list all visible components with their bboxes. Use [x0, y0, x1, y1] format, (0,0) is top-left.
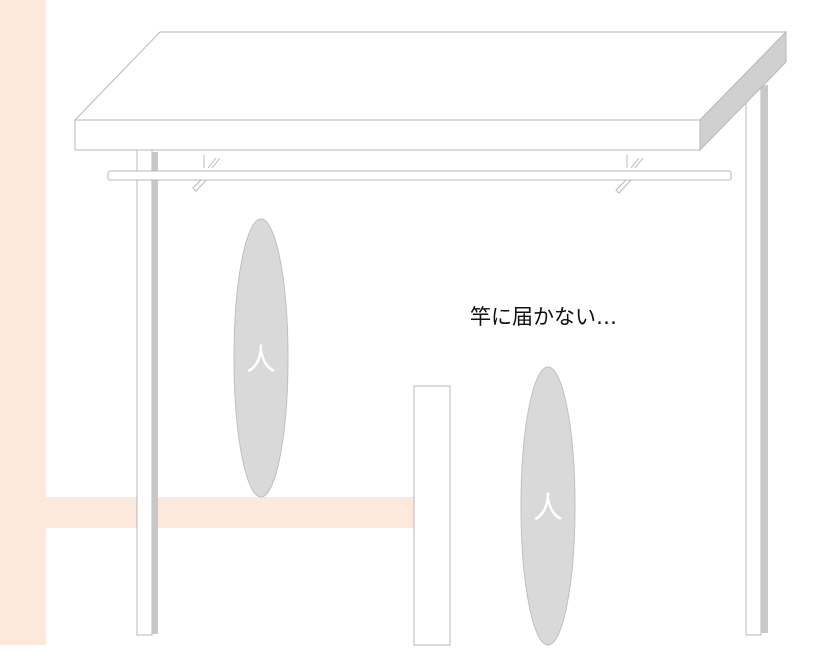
fence-post [413, 385, 451, 646]
person-on-deck: 人 [233, 218, 289, 498]
person-label: 人 [533, 491, 563, 526]
drying-pole [107, 170, 732, 181]
roof [73, 30, 788, 152]
person-label: 人 [246, 343, 276, 378]
right-post [745, 79, 768, 636]
deck-beam [46, 497, 414, 528]
building-wall [0, 0, 46, 645]
left-post [136, 149, 158, 636]
caption-text: 竿に届かない… [470, 305, 617, 329]
person-on-ground: 人 [520, 366, 576, 646]
